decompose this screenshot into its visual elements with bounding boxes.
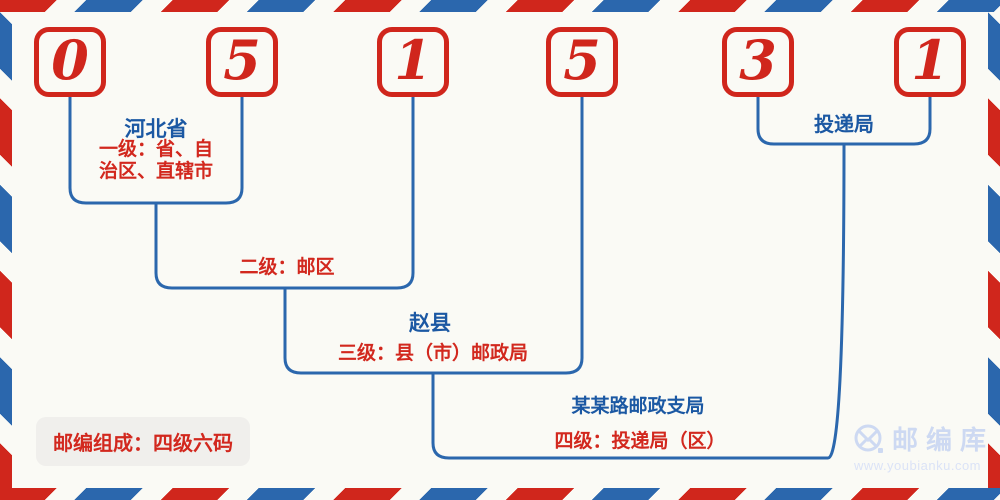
delivery-office-label: 投递局 xyxy=(814,114,874,136)
digit-box-5: 3 xyxy=(722,27,794,97)
envelope-logo-icon xyxy=(854,424,883,453)
digit-box-3: 1 xyxy=(377,27,449,97)
airmail-border-top xyxy=(0,0,1000,12)
level1-label: 一级：省、自治区、直辖市 xyxy=(98,139,213,182)
composition-badge: 邮编组成：四级六码 xyxy=(36,417,250,466)
level3-place-name: 赵县 xyxy=(409,312,451,335)
digit-box-4: 5 xyxy=(546,27,618,97)
level2-label: 二级：邮区 xyxy=(239,257,335,278)
digit-box-6: 1 xyxy=(894,27,966,97)
level1-place-name: 河北省 xyxy=(124,118,188,141)
connector-level4-bracket xyxy=(431,143,846,460)
connector-delivery-bracket xyxy=(756,97,932,146)
level4-label: 四级：投递局（区） xyxy=(554,431,726,452)
digit-2: 5 xyxy=(223,28,261,92)
digit-4: 5 xyxy=(563,28,601,92)
digit-3: 1 xyxy=(394,28,432,92)
watermark: 邮编库 www.youbianku.com xyxy=(854,420,994,473)
watermark-url: www.youbianku.com xyxy=(854,458,981,473)
level4-place-name: 某某路邮政支局 xyxy=(571,396,705,417)
digit-5: 3 xyxy=(739,28,777,92)
airmail-border-bottom xyxy=(0,488,1000,500)
watermark-brand: 邮编库 xyxy=(892,425,995,455)
digit-6: 1 xyxy=(911,28,949,92)
digit-1: 0 xyxy=(51,28,89,92)
digit-box-1: 0 xyxy=(34,27,106,97)
composition-badge-text: 邮编组成：四级六码 xyxy=(53,433,233,455)
level3-label: 三级：县（市）邮政局 xyxy=(337,343,529,364)
digit-box-2: 5 xyxy=(206,27,278,97)
airmail-border-right xyxy=(988,0,1000,500)
airmail-border-left xyxy=(0,0,12,500)
